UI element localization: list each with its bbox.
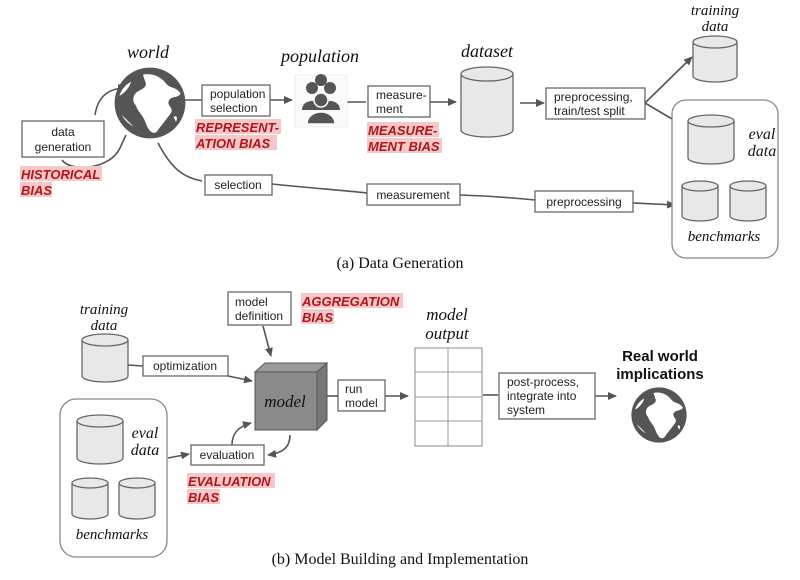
measurement-step-line1: measure-	[376, 88, 427, 102]
optimization-box	[142, 355, 229, 377]
data-generation-line1: data	[51, 125, 75, 139]
real-world-globe-icon	[631, 387, 687, 443]
arrow-model-to-evaluation	[267, 434, 291, 458]
population-label: population	[279, 46, 359, 66]
evaluation-bias-line2: BIAS	[188, 490, 219, 505]
line-measurement-to-preprocessing	[459, 194, 536, 201]
model-definition-box	[227, 291, 292, 326]
part-b-model-building: training data optimization model definit…	[59, 291, 704, 568]
population-selection-box	[201, 84, 271, 117]
benchmark-cylinder-icon	[118, 477, 156, 520]
data-generation-line2: generation	[35, 140, 92, 154]
part-a-data-generation: world data generation HISTORICAL BIAS po…	[20, 3, 779, 272]
population-selection-line2: selection	[210, 101, 257, 115]
benchmark-cylinder-icon	[681, 180, 719, 222]
eval-data-cylinder-icon	[76, 414, 124, 465]
model-cube-icon	[253, 361, 329, 432]
evaluation-box	[190, 444, 265, 466]
measurement-bias-line1: MEASURE-	[368, 123, 437, 138]
run-model-line1: run	[345, 382, 362, 396]
evaluation-bias-line1: EVALUATION	[188, 474, 271, 489]
post-process-line2: integrate into	[507, 389, 577, 403]
benchmark-cylinder-icon	[71, 477, 109, 520]
data-generation-box	[21, 120, 105, 158]
population-people-icon	[294, 74, 348, 128]
model-definition-line1: model	[235, 295, 268, 309]
training-data-cylinder-icon	[692, 35, 738, 83]
dataset-label: dataset	[461, 41, 514, 61]
post-process-line3: system	[507, 403, 545, 417]
preprocessing-box	[534, 190, 634, 213]
model-output-label-line1: model	[426, 305, 468, 324]
representation-bias-line2: ATION BIAS	[195, 136, 270, 151]
arrow-to-training-data	[644, 56, 693, 104]
selection-box	[204, 174, 273, 196]
world-globe-icon	[114, 67, 186, 139]
eval-data-label-b-line2: data	[131, 442, 159, 459]
real-world-label-line2: implications	[616, 366, 704, 383]
measurement-box	[366, 183, 461, 206]
line-world-to-selection	[157, 142, 203, 182]
eval-data-cylinder-icon	[687, 114, 735, 165]
training-data-cylinder-icon	[81, 333, 129, 383]
eval-data-label-b-line1: eval	[132, 425, 159, 442]
training-data-label-line2: data	[702, 19, 729, 35]
eval-data-label-line2: data	[748, 143, 776, 160]
caption-a: (a) Data Generation	[336, 255, 463, 272]
model-output-table-icon	[414, 347, 483, 447]
arrow-optimization-to-model	[227, 375, 253, 384]
run-model-box	[337, 379, 386, 412]
training-data-label-b-line2: data	[91, 318, 118, 334]
preprocessing-label: preprocessing	[546, 195, 621, 209]
historical-bias-line1: HISTORICAL	[21, 167, 100, 182]
arrow-preprocessing-to-benchmarks	[632, 200, 676, 209]
measurement-label: measurement	[376, 188, 450, 202]
benchmarks-label: benchmarks	[688, 229, 761, 245]
run-model-line2: model	[345, 396, 378, 410]
line-training-data-to-optimization	[127, 364, 144, 367]
historical-bias-line2: BIAS	[21, 183, 52, 198]
population-selection-line1: population	[210, 87, 265, 101]
world-label: world	[127, 42, 170, 62]
optimization-label: optimization	[153, 359, 217, 373]
measurement-step-line2: ment	[376, 102, 403, 116]
model-output-label-line2: output	[425, 324, 470, 343]
training-data-label-line1: training	[691, 3, 740, 19]
measurement-bias-line2: MENT BIAS	[368, 139, 440, 154]
benchmark-cylinder-icon	[729, 180, 767, 222]
dataset-cylinder-icon	[460, 66, 514, 138]
caption-b: (b) Model Building and Implementation	[272, 551, 529, 568]
evaluation-label: evaluation	[200, 448, 255, 462]
benchmarks-label-b: benchmarks	[76, 527, 149, 543]
representation-bias-line1: REPRESENT-	[196, 120, 279, 135]
model-definition-line2: definition	[235, 309, 283, 323]
arrow-model-definition-to-model	[262, 325, 273, 357]
aggregation-bias-line2: BIAS	[302, 310, 333, 325]
selection-label: selection	[214, 178, 261, 192]
preprocessing-split-line1: preprocessing,	[554, 90, 633, 104]
preprocessing-split-box	[545, 87, 646, 120]
real-world-label-line1: Real world	[622, 348, 698, 365]
aggregation-bias-line1: AGGREGATION	[301, 294, 400, 309]
line-selection-to-measurement	[271, 183, 368, 194]
eval-data-label-line1: eval	[749, 126, 776, 143]
preprocessing-split-line2: train/test split	[554, 104, 625, 118]
training-data-label-b-line1: training	[80, 302, 129, 318]
arrow-evaluation-to-model	[231, 421, 252, 446]
model-label: model	[264, 392, 306, 411]
post-process-box	[498, 372, 596, 420]
arrow-eval-to-evaluation	[167, 451, 190, 460]
post-process-line1: post-process,	[507, 375, 579, 389]
measurement-step-box	[367, 85, 431, 118]
